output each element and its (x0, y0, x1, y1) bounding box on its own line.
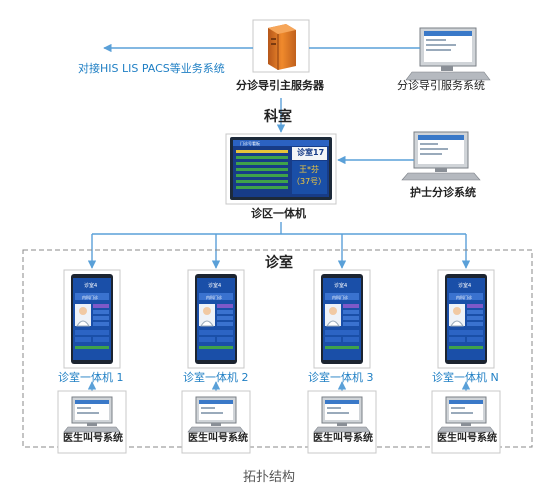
area-screen-room: 诊室17 (297, 148, 325, 157)
room-area-border (22, 249, 533, 448)
nurse-pc-icon (401, 131, 481, 181)
caption: 拓扑结构 (243, 470, 296, 485)
room-terminal-label: 诊室一体机 1 (58, 371, 124, 384)
doctor-system-label: 医生叫号系统 (437, 433, 497, 444)
doctor-pc-icon (431, 390, 501, 454)
doctor-avatar-icon (329, 307, 337, 315)
main-server-icon (252, 19, 310, 73)
doctor-system-label: 医生叫号系统 (63, 433, 123, 444)
room-terminal-label: 诊室一体机 N (432, 371, 499, 384)
room-terminal-icon (187, 269, 245, 396)
area-screen-patient: 王*芬 (299, 165, 319, 174)
guide-service-label: 分诊导引服务系统 (397, 79, 485, 92)
guide-service-pc-icon (405, 27, 491, 81)
keshi-label: 科室 (264, 109, 292, 125)
room-screen-dept: 内科门诊 (206, 295, 222, 300)
room-terminal-icon (63, 269, 121, 396)
area-screen-header: 门诊号看板 (240, 141, 260, 146)
main-server-label: 分诊导引主服务器 (236, 79, 324, 92)
room-terminal-label: 诊室一体机 3 (308, 371, 374, 384)
his-link-label: 对接HIS LIS PACS等业务系统 (78, 62, 225, 75)
doctor-system-label: 医生叫号系统 (313, 433, 373, 444)
room-terminal-icon (313, 269, 371, 396)
doctor-pc-icon (181, 390, 251, 454)
room-screen-title: 诊室4 (208, 283, 222, 289)
room-screen-dept: 内科门诊 (456, 295, 472, 300)
doctor-pc-icon (307, 390, 377, 454)
area-terminal-screen-icon (225, 133, 337, 205)
room-screen-dept: 内科门诊 (82, 295, 98, 300)
area-terminal-label: 诊区一体机 (251, 207, 306, 220)
room-screen-title: 诊室4 (84, 283, 98, 289)
doctor-avatar-icon (79, 307, 87, 315)
room-screen-title: 诊室4 (458, 283, 472, 289)
doctor-system-label: 医生叫号系统 (188, 433, 248, 444)
zhenshi-label: 诊室 (265, 255, 293, 271)
doctor-avatar-icon (453, 307, 461, 315)
doctor-pc-icon (57, 390, 127, 454)
room-screen-dept: 内科门诊 (332, 295, 348, 300)
doctor-avatar-icon (203, 307, 211, 315)
room-screen-title: 诊室4 (334, 283, 348, 289)
area-screen-number: （37号） (292, 177, 327, 186)
nurse-system-label: 护士分诊系统 (410, 186, 476, 199)
room-terminal-label: 诊室一体机 2 (183, 371, 249, 384)
